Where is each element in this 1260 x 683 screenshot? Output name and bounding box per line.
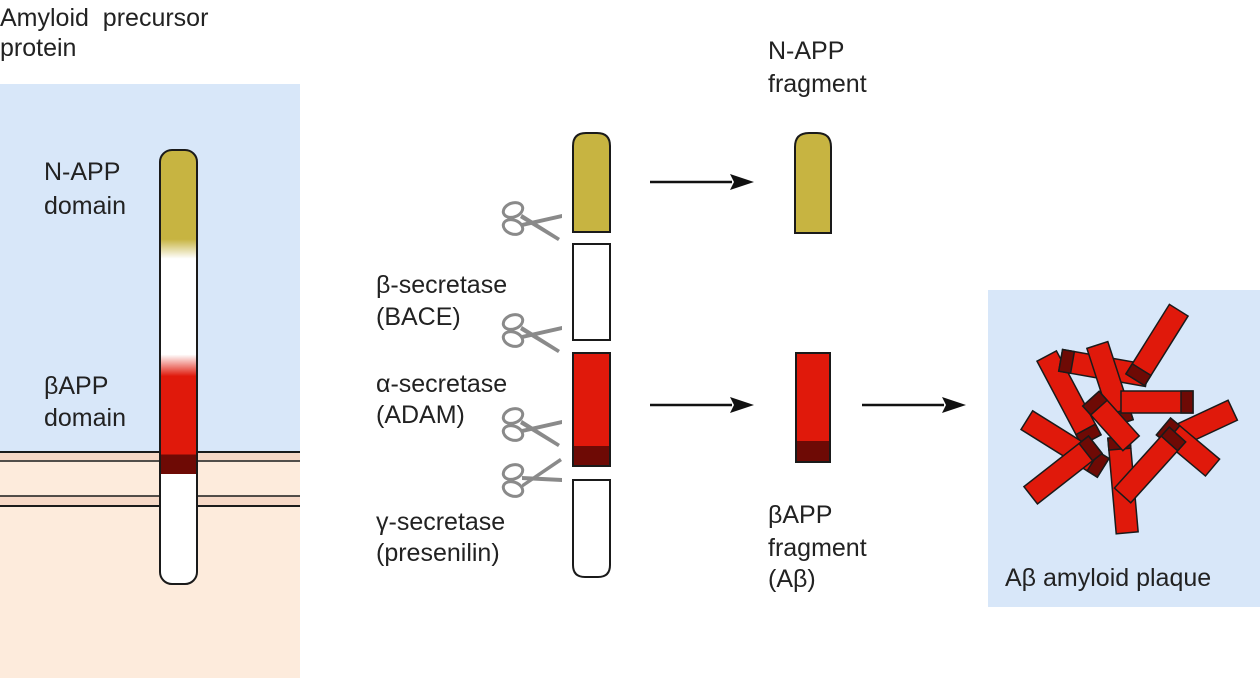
- bapp-domain-label-line2: domain: [44, 404, 126, 432]
- beta-secretase-label-line2: (BACE): [376, 303, 461, 331]
- segment-c-terminal: [572, 479, 611, 578]
- scissors-icon: [501, 313, 562, 353]
- bapp-fragment-label-line1: βAPP: [768, 501, 832, 529]
- precursor-label-line2: protein: [0, 34, 76, 62]
- segment-napp: [572, 132, 611, 233]
- amyloid-rod: [1113, 426, 1187, 504]
- napp-fragment: [794, 132, 832, 234]
- extracellular-region: [0, 84, 300, 452]
- amyloid-rod: [1081, 390, 1141, 452]
- amyloid-rod: [1124, 303, 1190, 387]
- plaque-label: Aβ amyloid plaque: [1005, 564, 1211, 592]
- arrow-right-icon: [650, 397, 754, 413]
- bapp-fragment-tm: [797, 441, 829, 461]
- napp-fragment-label-line2: fragment: [768, 70, 867, 98]
- scissors-icon: [501, 407, 562, 447]
- arrow-right-icon: [650, 174, 754, 190]
- arrow-right-icon: [862, 397, 966, 413]
- precursor-label-line1: Amyloid precursor: [0, 4, 208, 32]
- bapp-domain-label-line1: βAPP: [44, 372, 108, 400]
- napp-fragment-label-line1: N-APP: [768, 37, 844, 65]
- napp-domain-label-line1: N-APP: [44, 158, 120, 186]
- bapp-fragment-label-line2: fragment: [768, 534, 867, 562]
- amyloid-rod: [1022, 435, 1104, 505]
- membrane-band-outer: [0, 452, 300, 460]
- alpha-secretase-label-line1: α-secretase: [376, 370, 507, 398]
- scissors-icon: [501, 201, 562, 241]
- membrane-band-inner: [0, 496, 300, 506]
- amyloid-rod: [1120, 390, 1194, 414]
- scissors-icon: [501, 458, 562, 498]
- segment-linker: [572, 243, 611, 341]
- gamma-secretase-label-line2: (presenilin): [376, 539, 500, 567]
- segment-abeta-tm: [574, 446, 609, 465]
- gamma-secretase-label-line1: γ-secretase: [376, 508, 505, 536]
- precursor-protein: [159, 149, 198, 585]
- alpha-secretase-label-line2: (ADAM): [376, 401, 465, 429]
- napp-domain-label-line2: domain: [44, 192, 126, 220]
- bapp-fragment-label-line3: (Aβ): [768, 565, 816, 593]
- beta-secretase-label-line1: β-secretase: [376, 271, 507, 299]
- cytoplasm-region: [0, 452, 300, 678]
- amyloid-plaque: [1019, 303, 1239, 535]
